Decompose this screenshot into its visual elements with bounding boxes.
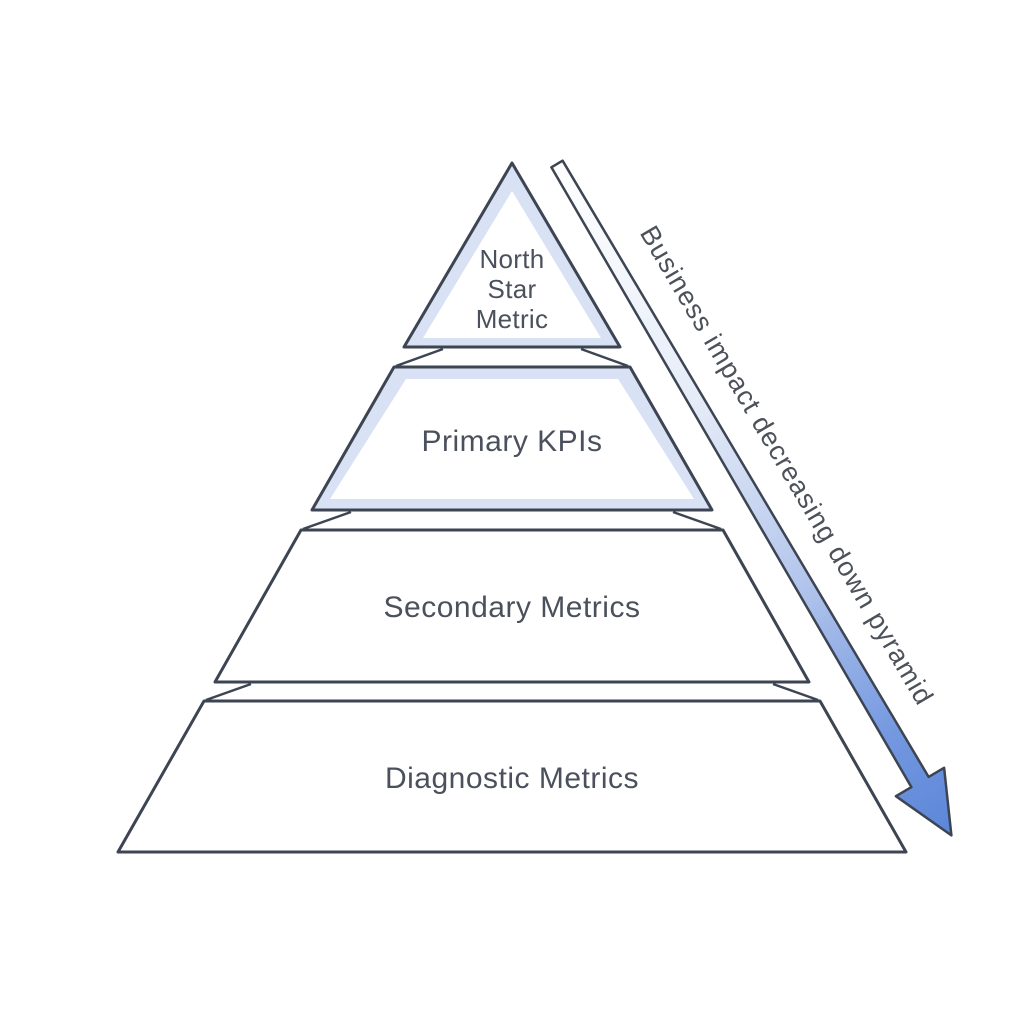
tier1-label-line1: North — [479, 244, 544, 274]
fold-line-right-1 — [580, 347, 629, 368]
tier-diagnostic-metrics-shape — [116, 699, 908, 854]
tier3-label: Secondary Metrics — [384, 591, 641, 624]
tier2-label: Primary KPIs — [421, 425, 602, 458]
fold-line-left-3 — [205, 682, 252, 702]
tier-north-star-metric — [402, 161, 622, 349]
tier1-label-line2: Star — [488, 274, 537, 304]
tier4-label: Diagnostic Metrics — [385, 762, 639, 795]
fold-line-left-1 — [395, 347, 444, 368]
fold-line-right-3 — [772, 682, 819, 702]
fold-line-left-2 — [302, 510, 352, 531]
tier2-inner-shape — [330, 379, 694, 499]
tier1-label: North Star Metric — [476, 244, 549, 334]
tier-primary-kpis — [310, 365, 714, 512]
down-arrow-icon — [550, 159, 953, 837]
fold-line-right-2 — [672, 510, 722, 531]
tier1-inner-shape — [423, 191, 601, 338]
tier-secondary-metrics-shape — [213, 528, 811, 684]
tier1-label-line3: Metric — [476, 304, 549, 334]
